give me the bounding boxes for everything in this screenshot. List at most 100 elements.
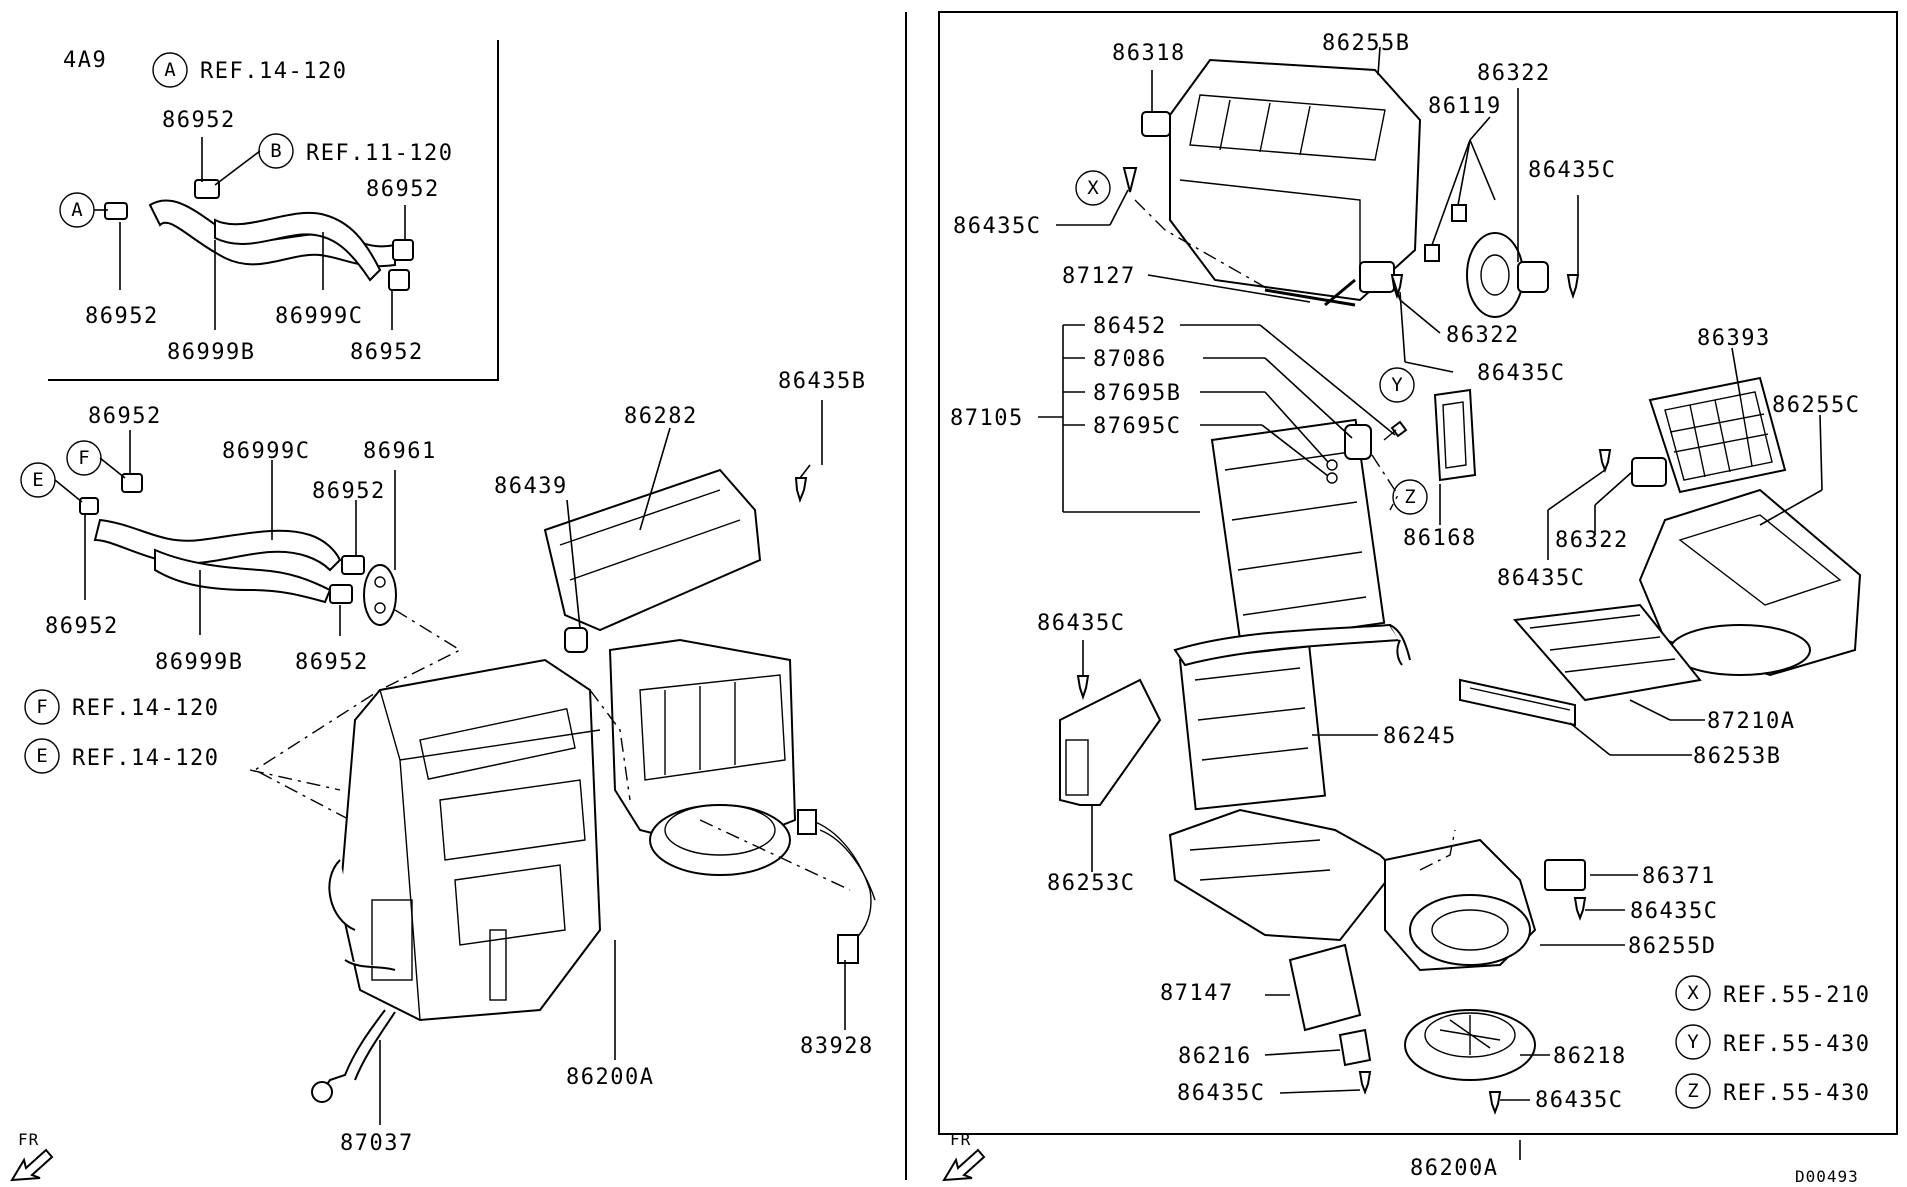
label-86245[interactable]: 86245 (1383, 724, 1457, 749)
label-86322-mid[interactable]: 86322 (1446, 323, 1520, 348)
label-86952-e[interactable]: 86952 (88, 404, 162, 429)
label-86952-h[interactable]: 86952 (295, 650, 369, 675)
label-86435c-c[interactable]: 86435C (1477, 361, 1565, 386)
ref-letter-y-diagram: Y (1391, 374, 1403, 396)
label-87695b[interactable]: 87695B (1093, 381, 1181, 406)
fr-label-left: FR (18, 1130, 39, 1149)
label-86218[interactable]: 86218 (1553, 1044, 1627, 1069)
ref-legend-y[interactable]: Y REF.55-430 (1675, 1024, 1870, 1060)
ref-text-x: REF.55-210 (1723, 983, 1870, 1008)
label-86253c[interactable]: 86253C (1047, 871, 1135, 896)
side-bracket-assembly (1059, 675, 1162, 806)
label-87127[interactable]: 87127 (1062, 264, 1136, 289)
model-code: 4A9 (63, 48, 107, 73)
label-86255c[interactable]: 86255C (1772, 393, 1860, 418)
label-87210a[interactable]: 87210A (1707, 709, 1795, 734)
ref-callout-x-diagram[interactable]: X (1075, 170, 1111, 206)
label-86318[interactable]: 86318 (1112, 41, 1186, 66)
label-86952-f[interactable]: 86952 (312, 479, 386, 504)
inset-heater-hoses (104, 179, 414, 291)
ref-callout-y-diagram[interactable]: Y (1379, 367, 1415, 403)
label-87086[interactable]: 87086 (1093, 347, 1167, 372)
label-86435b[interactable]: 86435B (778, 369, 866, 394)
ref-text-y: REF.55-430 (1723, 1032, 1870, 1057)
label-86322-low[interactable]: 86322 (1555, 528, 1629, 553)
label-86282[interactable]: 86282 (624, 404, 698, 429)
ref-callout-a-2[interactable]: A (59, 192, 95, 228)
evaporator-assembly (1210, 388, 1477, 645)
label-86119[interactable]: 86119 (1428, 94, 1502, 119)
ref-letter-x-diagram: X (1087, 177, 1099, 199)
ref-text-e: REF.14-120 (72, 746, 219, 771)
label-86371[interactable]: 86371 (1642, 864, 1716, 889)
fr-label-right: FR (950, 1130, 971, 1149)
left-inset-frame (48, 40, 499, 381)
ref-letter-b: B (270, 140, 281, 162)
ref-letter-a2: A (71, 199, 83, 221)
label-86952-g[interactable]: 86952 (45, 614, 119, 639)
ref-text-f: REF.14-120 (72, 696, 219, 721)
ref-legend-z[interactable]: Z REF.55-430 (1675, 1073, 1870, 1109)
label-86999b-mid[interactable]: 86999B (155, 650, 243, 675)
label-86435c-g[interactable]: 86435C (1177, 1081, 1265, 1106)
label-86435c-f[interactable]: 86435C (1630, 899, 1718, 924)
right-upper-case-assembly (1122, 58, 1580, 318)
label-87695c[interactable]: 87695C (1093, 414, 1181, 439)
diagram-id: D00493 (1795, 1167, 1859, 1186)
blower-case-assembly (1598, 376, 1862, 677)
label-83928[interactable]: 83928 (800, 1034, 874, 1059)
label-87147[interactable]: 87147 (1160, 981, 1234, 1006)
ref-callout-z-diagram[interactable]: Z (1392, 479, 1428, 515)
front-direction-arrow-left: FR (10, 1130, 54, 1182)
ref-callout-b[interactable]: B REF.11-120 (258, 133, 453, 169)
ref-callout-e-legend[interactable]: E REF.14-120 (24, 738, 219, 774)
ref-letter-a: A (164, 59, 176, 81)
front-direction-arrow-right: FR (942, 1130, 986, 1182)
cabin-filter-assembly (1459, 603, 1702, 727)
label-86435c-e[interactable]: 86435C (1037, 611, 1125, 636)
label-86452[interactable]: 86452 (1093, 314, 1167, 339)
label-86435c-h[interactable]: 86435C (1535, 1088, 1623, 1113)
ref-letter-x-legend: X (1687, 982, 1699, 1004)
lower-case-assembly (1168, 808, 1587, 1115)
ref-callout-e[interactable]: E (20, 462, 56, 498)
label-86952-c[interactable]: 86952 (85, 304, 159, 329)
label-86999c-top[interactable]: 86999C (275, 304, 363, 329)
label-87037[interactable]: 87037 (340, 1131, 414, 1156)
ref-circle-z-legend (1675, 1073, 1711, 1109)
ref-circle-a (152, 52, 188, 88)
ref-text-z: REF.55-430 (1723, 1081, 1870, 1106)
label-86952-d[interactable]: 86952 (350, 340, 424, 365)
label-86393[interactable]: 86393 (1697, 326, 1771, 351)
ref-letter-z-diagram: Z (1404, 486, 1415, 508)
label-86322-top[interactable]: 86322 (1477, 61, 1551, 86)
left-hvac-unit-assembly (311, 468, 876, 1103)
label-86435c-d[interactable]: 86435C (1497, 566, 1585, 591)
label-86435c-a[interactable]: 86435C (1528, 158, 1616, 183)
ref-callout-a[interactable]: A REF.14-120 (152, 52, 347, 88)
label-86999c-mid[interactable]: 86999C (222, 439, 310, 464)
label-86952-a[interactable]: 86952 (162, 108, 236, 133)
ref-callout-f-legend[interactable]: F REF.14-120 (24, 689, 219, 725)
label-86200a-left[interactable]: 86200A (566, 1065, 654, 1090)
label-87105[interactable]: 87105 (950, 406, 1024, 431)
label-86961[interactable]: 86961 (363, 439, 437, 464)
ref-letter-e-legend: E (36, 745, 47, 767)
label-86216[interactable]: 86216 (1178, 1044, 1252, 1069)
label-86253b[interactable]: 86253B (1693, 744, 1781, 769)
heater-core-assembly (1173, 623, 1411, 811)
ref-legend-x[interactable]: X REF.55-210 (1675, 975, 1870, 1011)
label-86999b-top[interactable]: 86999B (167, 340, 255, 365)
label-86439[interactable]: 86439 (494, 474, 568, 499)
ref-circle-y-legend (1675, 1024, 1711, 1060)
label-86200a-right[interactable]: 86200A (1410, 1156, 1498, 1181)
label-86255d[interactable]: 86255D (1628, 934, 1716, 959)
label-86952-b[interactable]: 86952 (366, 177, 440, 202)
ref-text-b: REF.11-120 (306, 141, 453, 166)
ref-callout-f[interactable]: F (66, 440, 102, 476)
label-86255b[interactable]: 86255B (1322, 31, 1410, 56)
label-86435c-b[interactable]: 86435C (953, 214, 1041, 239)
right-panel-frame (938, 11, 1898, 1135)
label-86168[interactable]: 86168 (1403, 526, 1477, 551)
